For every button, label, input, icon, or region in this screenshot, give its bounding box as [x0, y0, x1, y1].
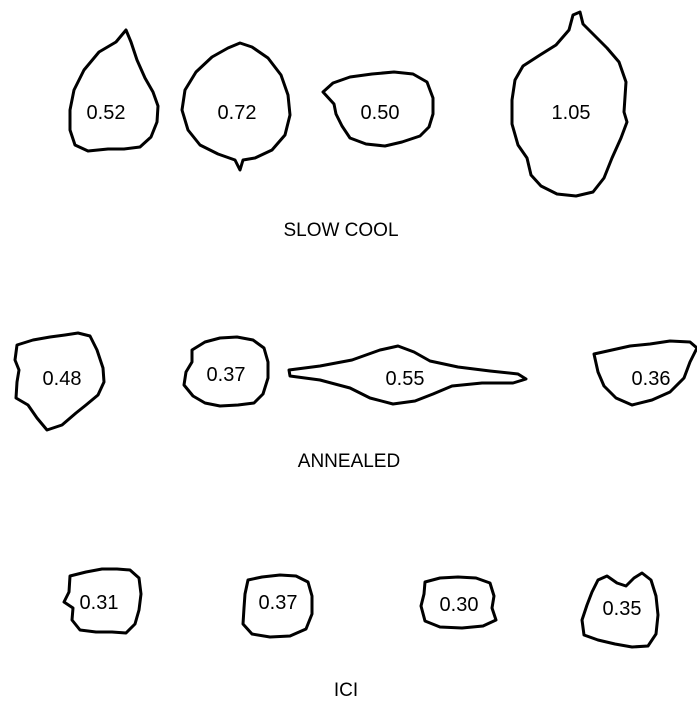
group-caption: SLOW COOL: [283, 220, 398, 241]
particle-value: 0.30: [440, 594, 479, 616]
particle-shape: 0.48: [15, 333, 104, 430]
particle-value: 0.55: [386, 368, 425, 390]
particle-value: 0.37: [259, 592, 298, 614]
particle-value: 0.48: [43, 368, 82, 390]
particle-value: 0.35: [603, 598, 642, 620]
particle-shape: 0.72: [182, 43, 290, 170]
group-caption: ICI: [334, 680, 358, 701]
particle-value: 0.36: [632, 368, 671, 390]
particle-group-annealed: 0.48 0.37 0.55 0.36 ANNEALED: [15, 333, 697, 472]
particle-value: 0.31: [80, 592, 119, 614]
particle-shape: 0.52: [70, 30, 158, 151]
particle-value: 0.37: [207, 364, 246, 386]
particle-shape: 0.37: [243, 575, 312, 637]
particle-shape: 0.35: [582, 573, 658, 647]
particle-shape: 0.50: [323, 72, 433, 146]
particle-shape: 0.31: [64, 569, 141, 633]
particle-group-slow-cool: 0.52 0.72 0.50 1.05 SLOW COOL: [70, 12, 627, 241]
group-caption: ANNEALED: [298, 451, 400, 472]
particle-value: 0.72: [218, 102, 257, 124]
particle-value: 0.52: [87, 102, 126, 124]
particle-group-ici: 0.31 0.37 0.30 0.35 ICI: [64, 569, 658, 701]
particle-value: 0.50: [361, 102, 400, 124]
particle-shape: 0.37: [184, 337, 268, 406]
particle-shape: 0.55: [289, 346, 526, 404]
particle-shape: 0.36: [594, 341, 697, 405]
particle-value: 1.05: [552, 102, 591, 124]
particle-shape: 0.30: [421, 577, 496, 628]
particle-shape: 1.05: [512, 12, 627, 196]
